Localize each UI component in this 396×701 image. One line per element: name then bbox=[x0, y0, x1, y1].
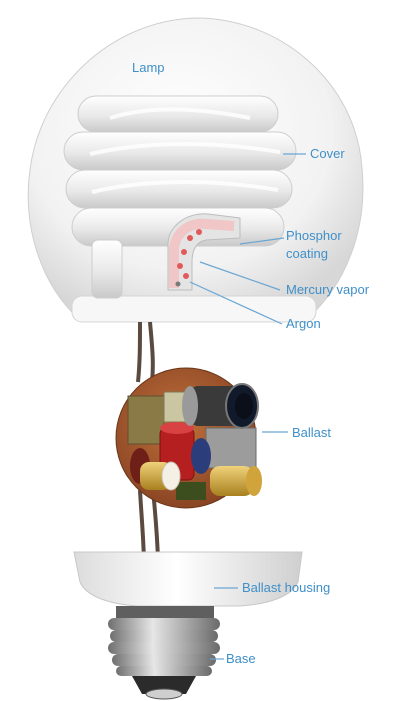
label-phosphor-line2: coating bbox=[286, 246, 328, 261]
screw-base bbox=[108, 606, 220, 699]
ballast-housing bbox=[74, 552, 302, 606]
lamp-collar bbox=[72, 296, 316, 322]
label-ballast-housing: Ballast housing bbox=[242, 580, 330, 595]
label-mercury-vapor: Mercury vapor bbox=[286, 282, 370, 297]
label-phosphor-line1: Phosphor bbox=[286, 228, 342, 243]
label-base: Base bbox=[226, 651, 256, 666]
ballast-board bbox=[116, 368, 262, 508]
label-argon: Argon bbox=[286, 316, 321, 331]
label-lamp: Lamp bbox=[132, 60, 165, 75]
label-ballast: Ballast bbox=[292, 425, 331, 440]
label-cover: Cover bbox=[310, 146, 345, 161]
